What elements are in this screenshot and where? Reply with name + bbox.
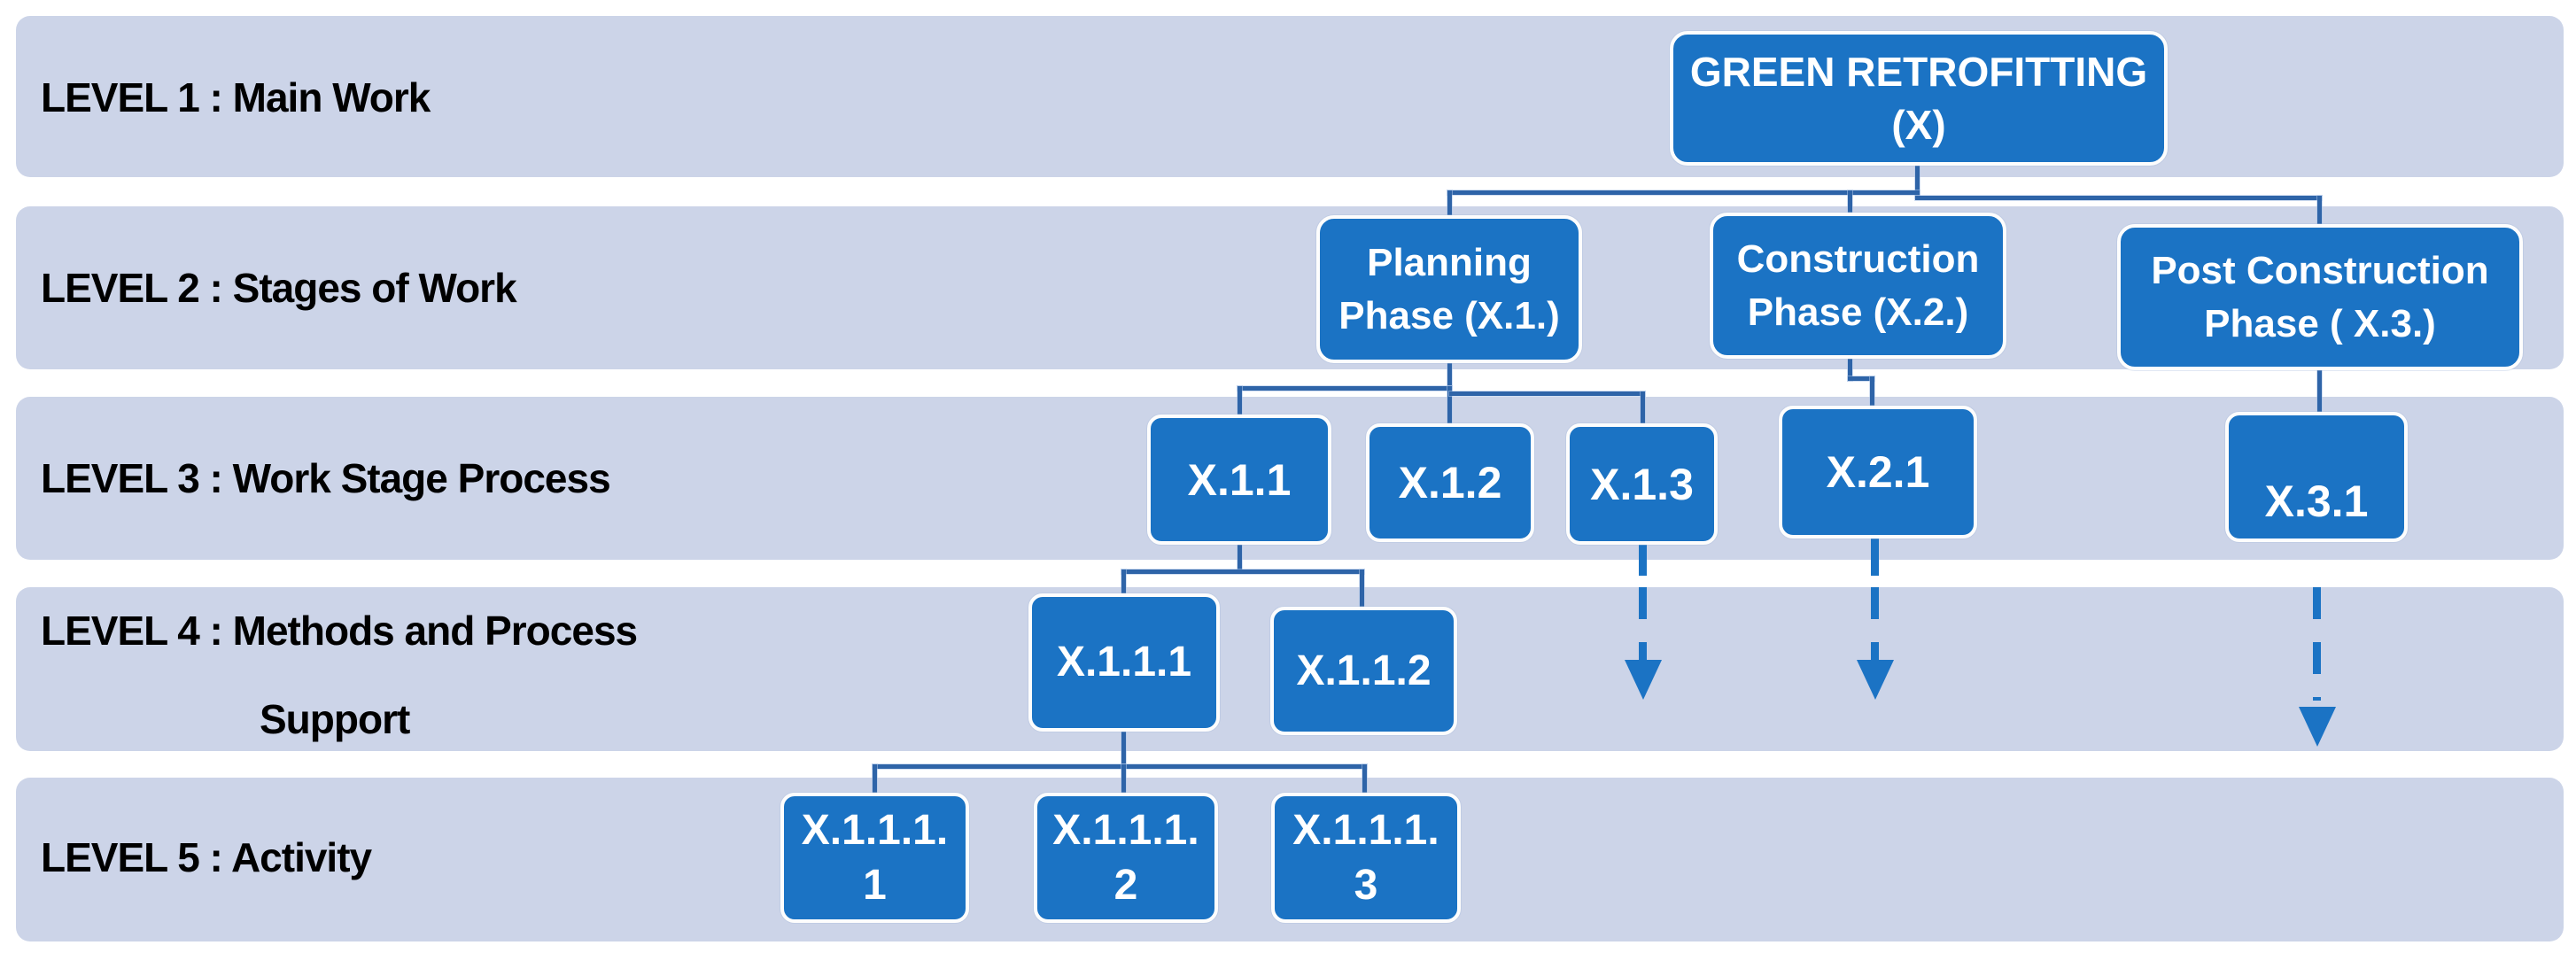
node-x-1-1-1: X.1.1.1 (1028, 593, 1220, 732)
node-label: Planning (1367, 240, 1532, 284)
node-label: 2 (1113, 861, 1138, 909)
node-label: X.1.1.1. (801, 806, 949, 854)
level-4-label-line1: LEVEL 4 : Methods and Process (41, 608, 638, 654)
level-3-label: LEVEL 3 : Work Stage Process (41, 455, 611, 501)
connector-to-x12 (1447, 386, 1452, 427)
x21-dashed-line (1871, 587, 1879, 662)
node-label: X.1.1.1. (1052, 806, 1199, 854)
node-x-2-1: X.2.1 (1779, 406, 1977, 538)
level-5-label: LEVEL 5 : Activity (41, 834, 372, 880)
x21-arrow-down-icon (1857, 660, 1894, 700)
connector-root-drop (1915, 166, 1920, 198)
connector-to-x11112 (1121, 764, 1126, 794)
node-post-construction-phase: Post Construction Phase ( X.3.) (2117, 224, 2523, 370)
connector-construction-drop (1848, 357, 1852, 381)
connector-to-x11111 (873, 764, 877, 794)
x13-dashed-line (1639, 587, 1647, 662)
connector-x111-drop (1121, 730, 1126, 767)
connector-to-x21 (1870, 376, 1874, 409)
x21-arrow-stub (1871, 537, 1879, 576)
connector-to-construction (1848, 190, 1852, 217)
connector-l2-horizontal-left (1447, 190, 1920, 195)
x13-arrow-down-icon (1625, 660, 1662, 700)
connector-to-x11113 (1362, 764, 1367, 794)
node-x-1-1-2: X.1.1.2 (1270, 607, 1457, 735)
node-x-1-1: X.1.1 (1147, 415, 1331, 545)
node-label: (X) (1891, 102, 1946, 148)
node-x-1-1-1-2: X.1.1.1. 2 (1034, 793, 1218, 923)
node-label: GREEN RETROFITTING (1689, 49, 2148, 95)
node-label: X.1.2 (1398, 458, 1502, 507)
connector-l2-horizontal-right (1915, 196, 2322, 200)
node-label: X.1.3 (1590, 459, 1694, 509)
x31-dashed-line (2313, 587, 2321, 701)
node-x-1-3: X.1.3 (1566, 423, 1718, 545)
node-planning-phase: Planning Phase (X.1.) (1316, 215, 1582, 363)
node-label: X.3.1 (2264, 476, 2369, 526)
node-label: 3 (1354, 861, 1378, 909)
node-label: X.1.1.1 (1056, 639, 1192, 686)
node-construction-phase: Construction Phase (X.2.) (1710, 213, 2006, 359)
connector-to-planning (1447, 190, 1452, 220)
x31-arrow-down-icon (2299, 707, 2336, 747)
node-green-retrofitting: GREEN RETROFITTING (X) (1670, 31, 2168, 166)
node-x-3-1: X.3.1 (2225, 412, 2408, 542)
node-label: Phase (X.2.) (1747, 290, 1969, 334)
connector-l3-horizontal-left (1238, 386, 1452, 391)
node-label: 1 (863, 861, 887, 909)
connector-construction-jog (1848, 376, 1874, 381)
connector-to-x31 (2317, 368, 2322, 415)
node-x-1-1-1-1: X.1.1.1. 1 (780, 793, 969, 923)
level-4-label-line2: Support (260, 696, 410, 742)
node-label: X.1.1.1. (1292, 806, 1439, 854)
node-label: Phase ( X.3.) (2204, 301, 2436, 345)
connector-l5-horizontal (873, 764, 1367, 769)
connector-l4-horizontal (1121, 569, 1364, 574)
node-label: Phase (X.1.) (1338, 293, 1560, 337)
connector-x11-drop (1238, 543, 1242, 573)
level-2-label: LEVEL 2 : Stages of Work (41, 265, 517, 311)
node-label: Construction (1736, 236, 1980, 281)
node-label: X.2.1 (1826, 447, 1930, 497)
connector-to-post-construction (2317, 196, 2322, 229)
node-label: X.1.1 (1187, 454, 1292, 505)
x13-arrow-stub (1639, 540, 1647, 576)
connector-to-x112 (1360, 569, 1364, 610)
connector-l3-horizontal-right (1449, 391, 1645, 396)
connector-to-x13 (1641, 391, 1645, 427)
level-1-label: LEVEL 1 : Main Work (41, 74, 431, 120)
node-label: Post Construction (2151, 248, 2489, 292)
node-x-1-1-1-3: X.1.1.1. 3 (1271, 793, 1461, 923)
connector-to-x111 (1121, 569, 1126, 597)
connector-to-x11 (1238, 386, 1242, 418)
connector-planning-drop (1447, 361, 1452, 391)
node-label: X.1.1.2 (1296, 647, 1432, 694)
node-x-1-2: X.1.2 (1366, 423, 1534, 542)
